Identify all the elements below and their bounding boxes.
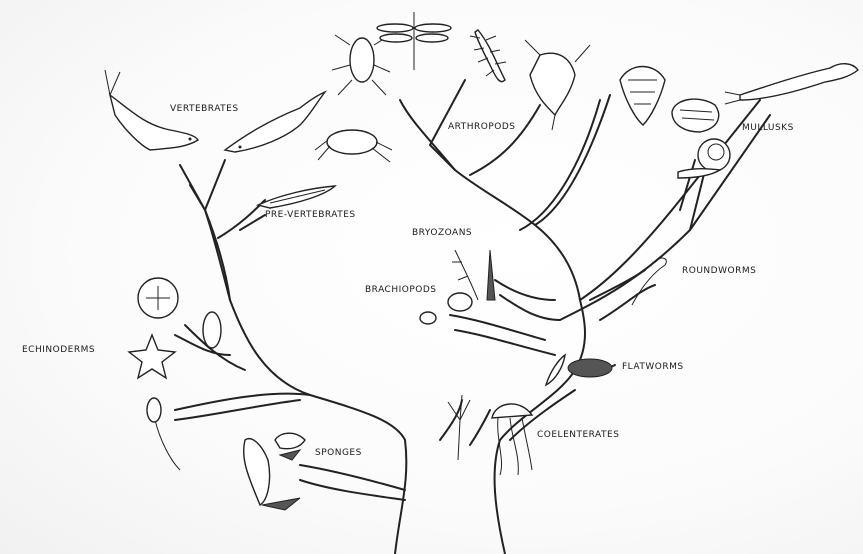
clam-illustration	[672, 99, 719, 132]
lancelet-illustration	[258, 186, 335, 208]
vertebrate-branch	[180, 160, 265, 300]
label-vertebrates: VERTEBRATES	[170, 104, 239, 114]
shark-illustration	[225, 92, 325, 152]
label-pre-vertebrates: PRE-VERTEBRATES	[265, 210, 356, 220]
millipede-illustration	[470, 30, 506, 82]
sponge-branch	[300, 465, 405, 500]
eurypterid-illustration	[525, 40, 590, 130]
starfish-illustration	[129, 335, 175, 378]
label-flatworms: FLATWORMS	[622, 362, 684, 372]
sea-cucumber-illustration	[203, 312, 221, 348]
crinoid-illustration	[147, 398, 180, 470]
label-echinoderms: ECHINODERMS	[22, 345, 95, 355]
coelenterate-branch	[440, 400, 490, 445]
brachiopod-illustration	[420, 293, 472, 324]
label-coelenterates: COELENTERATES	[537, 430, 619, 440]
trilobite-illustration	[620, 67, 665, 126]
label-bryozoans: BRYOZOANS	[412, 228, 472, 238]
hydra-illustration	[448, 395, 470, 460]
sand-dollar-illustration	[138, 278, 178, 318]
snail-illustration	[678, 139, 730, 178]
crustacean-illustration	[315, 130, 392, 162]
label-sponges: SPONGES	[315, 448, 362, 458]
label-arthropods: ARTHROPODS	[448, 122, 516, 132]
tree-trunk	[190, 100, 770, 554]
beetle-illustration	[332, 35, 390, 95]
label-mullusks: MULLUSKS	[742, 123, 794, 133]
dragonfly-illustration	[377, 12, 451, 70]
jellyfish-illustration	[492, 404, 532, 475]
label-brachiopods: BRACHIOPODS	[365, 285, 437, 295]
arthropod-branch	[400, 80, 610, 230]
sponge-illustration	[244, 433, 305, 510]
squid-illustration	[725, 64, 858, 104]
echinoderm-branch	[175, 325, 310, 420]
small-phyla-branches	[450, 270, 655, 440]
label-roundworms: ROUNDWORMS	[682, 266, 756, 276]
flatworm-illustration	[546, 355, 612, 385]
